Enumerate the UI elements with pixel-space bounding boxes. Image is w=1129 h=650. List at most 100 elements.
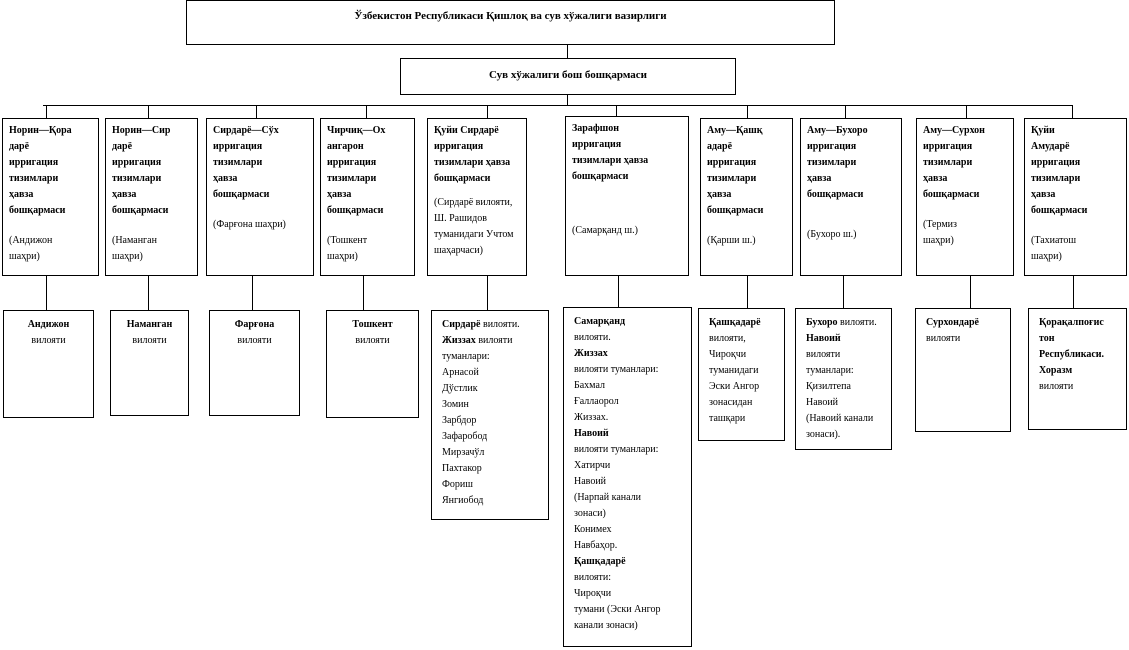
connector-bus-to-basin bbox=[616, 105, 617, 116]
region-line: Зафаробод bbox=[442, 429, 538, 445]
main-department-box: Сув хўжалиги бош бошқармаси bbox=[400, 58, 736, 95]
connector-bus-to-basin bbox=[966, 105, 967, 118]
basin-title-line: бошқармаси bbox=[434, 173, 491, 184]
region-line: зонаси). bbox=[806, 427, 881, 443]
basin-title-line: Норин—Сир bbox=[112, 125, 171, 136]
basin-title-line: тизимлари bbox=[213, 157, 263, 168]
region-detail: Янгиобод bbox=[442, 495, 484, 506]
region-line: (Нарпай канали bbox=[574, 490, 681, 506]
basin-title-line: тизимлари bbox=[807, 157, 857, 168]
ministry-title: Ўзбекистон Республикаси Қишлоқ ва сув хў… bbox=[354, 10, 667, 22]
region-line: вилояти туманлари: bbox=[574, 362, 681, 378]
region-box: Сурхондарё вилояти bbox=[915, 308, 1011, 432]
region-detail: Зафаробод bbox=[442, 431, 488, 442]
basin-title-line: дарё bbox=[9, 141, 30, 152]
region-detail: ташқари bbox=[709, 413, 746, 424]
region-line: ташқари bbox=[709, 411, 774, 427]
basin-location-line: шаҳри) bbox=[1031, 251, 1062, 262]
region-detail: зонасидан bbox=[709, 397, 753, 408]
basin-title-line: бошқармаси bbox=[1031, 205, 1088, 216]
basin-title-line: бошқармаси bbox=[707, 205, 764, 216]
basin-title-line: дарё bbox=[112, 141, 133, 152]
basin-title-line: адарё bbox=[707, 141, 733, 152]
region-line: зонаси) bbox=[574, 506, 681, 522]
basin-title-line: ҳавза bbox=[327, 189, 352, 200]
basin-title-line: тизимлари bbox=[1031, 173, 1081, 184]
region-line: туманлари: bbox=[806, 363, 881, 379]
region-line: Хоразм bbox=[1039, 363, 1116, 379]
region-detail: (Навоий канали bbox=[806, 413, 874, 424]
region-detail: вилояти bbox=[1039, 381, 1074, 392]
region-detail: вилояти bbox=[475, 335, 513, 346]
region-line: Сирдарё вилояти. bbox=[442, 317, 538, 333]
region-name: Самарқанд bbox=[574, 316, 626, 327]
region-line: Андижон bbox=[14, 317, 83, 333]
region-line: Бахмал bbox=[574, 378, 681, 394]
region-name: тон bbox=[1039, 333, 1055, 344]
region-line: Жиззах bbox=[574, 346, 681, 362]
region-line: вилояти bbox=[14, 333, 83, 349]
region-detail: Пахтакор bbox=[442, 463, 482, 474]
region-line: туманлари: bbox=[442, 349, 538, 365]
basin-location-line: (Самарқанд ш.) bbox=[572, 225, 638, 236]
basin-location-line: (Сирдарё вилояти, bbox=[434, 197, 513, 208]
region-line: вилояти bbox=[926, 331, 1000, 347]
region-line: Эски Ангор bbox=[709, 379, 774, 395]
region-line: Қашқадарё bbox=[709, 315, 774, 331]
region-line: вилояти bbox=[220, 333, 289, 349]
region-line: Пахтакор bbox=[442, 461, 538, 477]
region-name: Наманган bbox=[126, 319, 173, 330]
region-line: зонасидан bbox=[709, 395, 774, 411]
basin-title-line: Норин—Қора bbox=[9, 125, 72, 136]
region-line: Навоий bbox=[806, 331, 881, 347]
region-detail: Зарбдор bbox=[442, 415, 477, 426]
region-name: Тошкент bbox=[352, 319, 393, 330]
region-detail: вилояти. bbox=[480, 319, 520, 330]
basin-title-line: Қуйи Сирдарё bbox=[434, 125, 499, 136]
basin-title-line: тизимлари ҳавза bbox=[572, 155, 649, 166]
region-line: тумани (Эски Ангор bbox=[574, 602, 681, 618]
basin-title-line: бошқармаси bbox=[572, 171, 629, 182]
region-line: Жиззах вилояти bbox=[442, 333, 538, 349]
region-detail: вилояти: bbox=[574, 572, 611, 583]
basin-title-line: ирригация bbox=[707, 157, 757, 168]
region-line: вилояти. bbox=[574, 330, 681, 346]
basin-title-line: ҳавза bbox=[1031, 189, 1056, 200]
region-line: Зарбдор bbox=[442, 413, 538, 429]
region-line: тон bbox=[1039, 331, 1116, 347]
region-line: Навоий bbox=[806, 395, 881, 411]
region-line: Фориш bbox=[442, 477, 538, 493]
basin-location-line: (Термиз bbox=[923, 219, 957, 230]
region-name: Қашқадарё bbox=[574, 556, 626, 567]
region-detail: туманидаги bbox=[709, 365, 759, 376]
region-name: Андижон bbox=[27, 319, 70, 330]
connector-main-bus bbox=[567, 94, 568, 106]
region-detail: Фориш bbox=[442, 479, 473, 490]
region-line: Фарғона bbox=[220, 317, 289, 333]
basin-title-line: ҳавза bbox=[213, 173, 238, 184]
basin-title-line: бошқармаси bbox=[9, 205, 66, 216]
basin-title-line: ҳавза bbox=[112, 189, 137, 200]
region-name: Сурхондарё bbox=[926, 317, 979, 328]
region-detail: Мирзачўл bbox=[442, 447, 485, 458]
connector-basin-to-region bbox=[747, 276, 748, 308]
basin-title-line: ирригация bbox=[213, 141, 263, 152]
basin-location-line: (Тошкент bbox=[327, 235, 368, 246]
basin-title-line: ирригация bbox=[434, 141, 484, 152]
region-detail: зонаси). bbox=[806, 429, 841, 440]
basin-title-line: тизимлари bbox=[112, 173, 162, 184]
region-detail: тумани (Эски Ангор bbox=[574, 604, 661, 615]
basin-title-line: тизимлари ҳавза bbox=[434, 157, 511, 168]
connector-basin-to-region bbox=[363, 276, 364, 310]
basin-location-line: шаҳри) bbox=[327, 251, 358, 262]
basin-location-line: Ш. Рашидов bbox=[434, 213, 487, 224]
